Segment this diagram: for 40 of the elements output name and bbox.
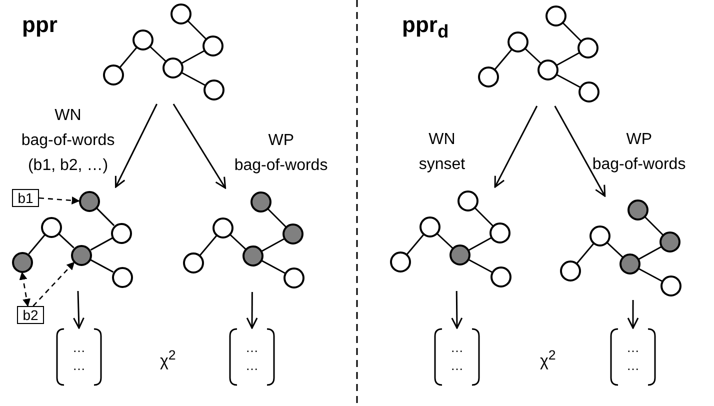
arrow [72, 290, 84, 329]
graph-link [58, 234, 74, 248]
edge-label: WN synset [418, 130, 466, 175]
arrow [554, 106, 606, 197]
graph-vertex [112, 266, 133, 288]
dashed-arrow [19, 272, 31, 307]
arrow [246, 292, 258, 329]
graph-link [90, 237, 113, 251]
dashed-arrow [32, 262, 75, 306]
graph-vertex [12, 252, 32, 272]
vector-entry: … [72, 341, 86, 355]
arrow [172, 104, 226, 189]
vector-entry: … [246, 359, 258, 373]
arrow [494, 106, 538, 188]
arrow [451, 291, 463, 329]
edge-label: WP bag-of-words [591, 130, 687, 175]
graph-link [90, 259, 114, 273]
vector-entry: … [626, 359, 640, 373]
graph-vertex [71, 244, 92, 266]
tag-box: b1 [12, 189, 39, 207]
graph-vertex [79, 190, 100, 212]
statistic-label: χ$^{2}$ [160, 348, 176, 372]
vector-entry: … [450, 359, 464, 373]
graph-link [96, 208, 115, 226]
vector-entry: … [450, 341, 464, 355]
edge-label: WP bag-of-words [233, 131, 329, 176]
vector-entry: … [246, 341, 258, 355]
statistic-label: χ$^{2}$ [540, 348, 556, 372]
vector-entry: … [72, 359, 86, 373]
dashed-arrow [38, 196, 80, 204]
panel-heading: ppr [22, 12, 58, 38]
graph-link [28, 234, 46, 254]
arrow [627, 300, 639, 329]
graph-vertex [111, 222, 132, 244]
panel-heading: ppr$_{d}$ [402, 12, 449, 42]
vector-entry: … [626, 341, 640, 355]
arrow [114, 104, 158, 188]
graph-vertex [41, 216, 62, 238]
edge-label: WN bag-of-words (b1, b2, …) [20, 106, 116, 176]
tag-box: b2 [17, 306, 44, 324]
